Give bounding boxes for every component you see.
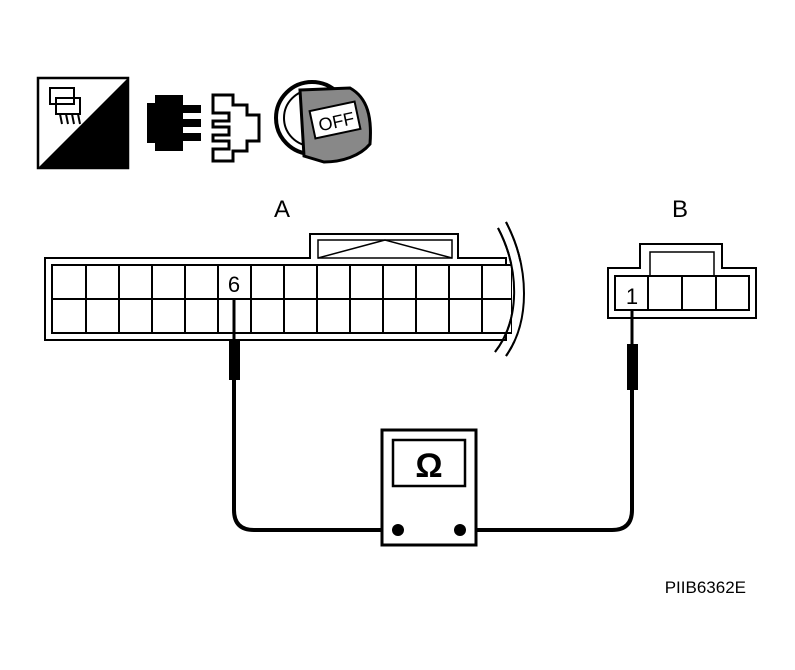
probe-lead-b (460, 310, 638, 532)
connector-a-pin-number: 6 (228, 272, 240, 297)
connector-a-cavities (85, 265, 483, 333)
meter-terminal-right (454, 524, 466, 536)
connector-a: A 6 (44, 196, 552, 357)
ohm-symbol: Ω (415, 447, 442, 485)
disconnect-connector-icon (147, 93, 261, 163)
connector-b-label: B (672, 196, 688, 223)
ignition-off-icon: OFF (274, 80, 372, 164)
harness-side-icon: H.S. (36, 76, 130, 170)
ohmmeter: Ω (380, 428, 478, 547)
connector-b: B 1 (607, 196, 757, 319)
hs-label: H.S. (79, 140, 122, 165)
meter-terminal-left (392, 524, 404, 536)
probe-lead-a (229, 300, 398, 532)
connector-b-cavities (647, 276, 717, 310)
harness-connector-glyph (49, 87, 81, 125)
figure-code: PIIB6362E (665, 578, 746, 597)
connector-b-pin-number: 1 (626, 284, 638, 309)
connector-a-label: A (274, 196, 290, 223)
